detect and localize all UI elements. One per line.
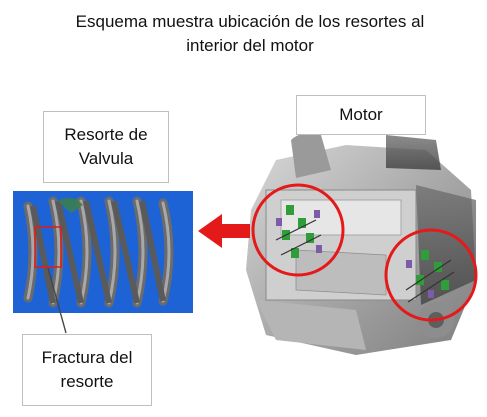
highlight-circle-left	[251, 183, 345, 277]
engine-photo	[246, 133, 478, 355]
label-spring-fracture: Fractura del resorte	[22, 334, 152, 406]
label-valve-spring-line-1: Resorte de	[64, 125, 148, 144]
valve-cluster-right	[405, 250, 455, 303]
valve-cluster-left	[275, 205, 322, 258]
title-line-2: interior del motor	[186, 36, 314, 55]
label-motor: Motor	[296, 95, 426, 135]
diagram-title: Esquema muestra ubicación de los resorte…	[40, 10, 460, 58]
label-spring-fracture-line-1: Fractura del	[41, 348, 133, 367]
label-spring-fracture-line-2: resorte	[60, 372, 114, 391]
label-valve-spring: Resorte de Valvula	[43, 111, 169, 183]
label-valve-spring-line-2: Valvula	[78, 149, 134, 168]
title-line-1: Esquema muestra ubicación de los resorte…	[75, 12, 425, 31]
valve-spring-photo	[13, 191, 193, 313]
highlight-circle-right	[384, 228, 478, 322]
fracture-marker	[34, 226, 62, 268]
label-motor-text: Motor	[339, 105, 383, 124]
